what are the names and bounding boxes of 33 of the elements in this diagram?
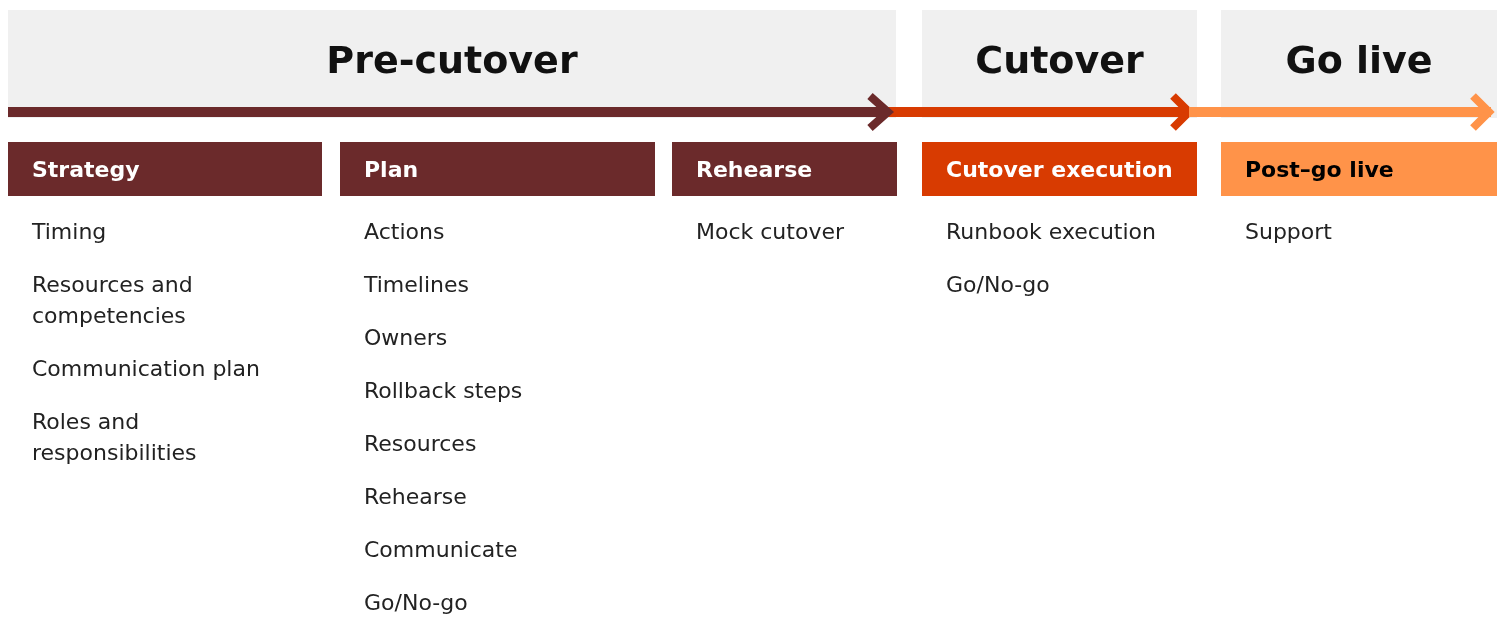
list-item: Timelines [364,271,470,299]
list-item: Rehearse [364,483,468,511]
stage-header [1221,142,1497,196]
list-item: Go/No-go [946,271,1051,299]
stage-title: Strategy [32,156,140,182]
phase-band [1221,10,1497,118]
list-item: Actions [364,218,446,246]
list-item: Owners [364,324,449,352]
stage-header [922,142,1197,196]
phase-title: Pre-cutover [326,38,578,82]
list-item: Roles and responsibilities [32,408,198,467]
list-item: Timing [32,218,108,246]
phase-band [8,10,896,118]
list-item: Support [1245,218,1333,246]
stage-header [340,142,655,196]
stage-title: Rehearse [696,156,813,182]
phase-title: Go live [1285,38,1433,82]
list-item: Go/No-go [364,589,469,617]
list-item: Rollback steps [364,377,524,405]
stage-title: Post–go live [1245,156,1394,182]
list-item: Resources and competencies [32,271,194,330]
stage-title: Plan [364,156,419,182]
phase-band [922,10,1197,118]
arrow [1189,92,1493,132]
stage-header [672,142,897,196]
list-item: Communication plan [32,355,261,383]
list-item: Mock cutover [696,218,845,246]
phase-title: Cutover [975,38,1144,82]
list-item: Communicate [364,536,519,564]
list-item: Resources [364,430,478,458]
stage-title: Cutover execution [946,156,1173,182]
stage-header [8,142,322,196]
list-item: Runbook execution [946,218,1157,246]
